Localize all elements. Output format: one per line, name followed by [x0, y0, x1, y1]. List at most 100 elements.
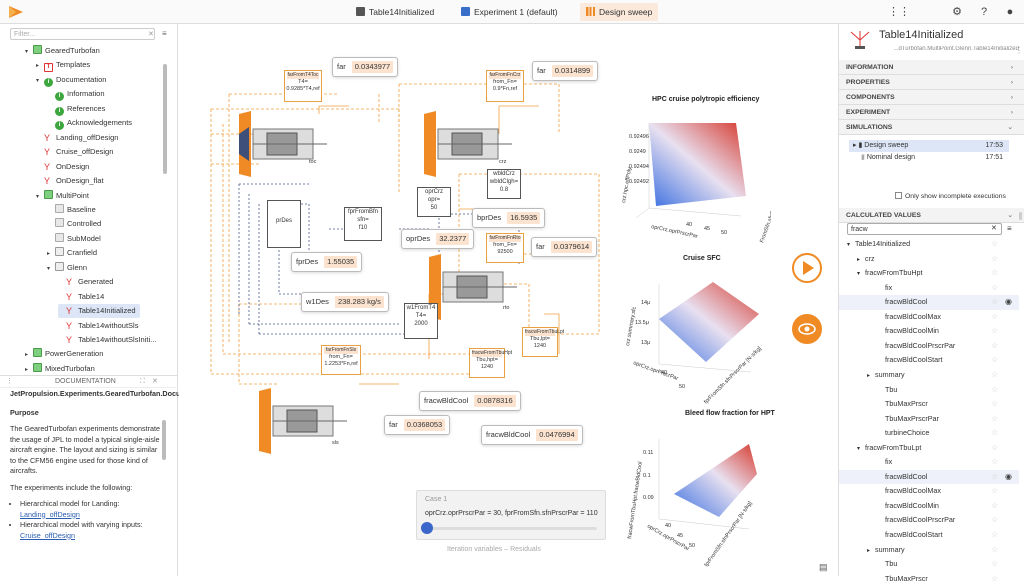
tree-item[interactable]: Controlled	[47, 217, 101, 231]
value-row[interactable]: fracwBldCoolStart☆	[839, 353, 1019, 368]
tree-item[interactable]: Baseline	[47, 203, 96, 217]
expand-arrow-icon[interactable]: ▾	[36, 193, 40, 200]
value-row[interactable]: fracwBldCoolMin☆	[839, 324, 1019, 339]
expand-arrow-icon[interactable]: ▾	[36, 77, 40, 84]
value-row[interactable]: TbuMaxPrscr☆	[839, 397, 1019, 412]
star-icon[interactable]: ☆	[991, 471, 999, 481]
value-row[interactable]: ▸summary☆	[839, 543, 1019, 558]
star-icon[interactable]: ☆	[991, 340, 999, 350]
doc-link[interactable]: Cruise_offDesign	[20, 530, 76, 540]
star-icon[interactable]: ☆	[991, 428, 999, 438]
value-row[interactable]: ▾fracwFromTbuLpt☆	[839, 441, 1019, 456]
value-row[interactable]: fracwBldCoolMax☆	[839, 484, 1019, 499]
star-icon[interactable]: ☆	[991, 413, 999, 423]
star-icon[interactable]: ☆	[991, 457, 999, 467]
tab-table14initialized[interactable]: Table14Initialized	[350, 3, 440, 21]
chart-bleed-flow[interactable]: 0.11 0.1 0.09 40 45 50 fracwFromTbuHpt.f…	[619, 419, 774, 569]
tab-design-sweep[interactable]: Design sweep	[580, 3, 659, 21]
star-icon[interactable]: ☆	[991, 311, 999, 321]
expand-arrow-icon[interactable]: ▸	[47, 251, 51, 258]
value-row[interactable]: ▸summary☆	[839, 368, 1019, 383]
values-search-input[interactable]: fracw	[847, 223, 1002, 235]
tree-item[interactable]: ▸Cranfield	[47, 246, 97, 260]
app-logo-icon[interactable]	[8, 4, 24, 20]
tree-item[interactable]: ▾MultiPoint	[36, 189, 89, 203]
tree-item[interactable]: ▸MixedTurbofan	[25, 362, 95, 376]
expand-arrow-icon[interactable]: ▾	[47, 265, 51, 272]
expand-arrow-icon[interactable]: ▸	[25, 352, 29, 359]
notes-icon[interactable]: ▤	[819, 562, 828, 572]
expand-arrow-icon[interactable]: ▾	[25, 49, 29, 55]
only-incomplete-option[interactable]: Only show incomplete executions	[895, 192, 1006, 200]
tab-experiment[interactable]: Experiment 1 (default)	[455, 3, 564, 21]
star-icon[interactable]: ☆	[991, 297, 999, 307]
tab-residuals[interactable]: Residuals	[510, 546, 541, 553]
star-icon[interactable]: ☆	[991, 326, 999, 336]
view-results-button[interactable]	[792, 314, 822, 344]
value-row[interactable]: fracwBldCoolPrscrPar☆	[839, 339, 1019, 354]
value-row[interactable]: Tbu☆	[839, 557, 1019, 572]
user-icon[interactable]: ●	[1006, 6, 1014, 18]
star-icon[interactable]: ☆	[991, 515, 999, 525]
close-icon[interactable]: ✕	[152, 378, 158, 385]
expand-arrow-icon[interactable]: ▸	[867, 547, 871, 554]
expand-arrow-icon[interactable]: ▾	[857, 271, 861, 278]
resize-handle-icon[interactable]: ⋮	[6, 378, 13, 385]
star-icon[interactable]: ☆	[991, 355, 999, 365]
star-icon[interactable]: ☆	[991, 544, 999, 554]
checkbox[interactable]	[895, 192, 902, 199]
tab-iteration-variables[interactable]: Iteration variables	[447, 546, 503, 553]
simulation-row[interactable]: ▮ Nominal design 17:51	[861, 154, 1003, 161]
grid-icon[interactable]: ⋮⋮	[888, 6, 910, 18]
tree-item[interactable]: ▾Glenn	[47, 261, 87, 275]
value-row[interactable]: Tbu☆	[839, 383, 1019, 398]
eye-icon[interactable]: ◉	[1005, 297, 1012, 307]
value-row[interactable]: fracwBldCoolPrscrPar☆	[839, 513, 1019, 528]
value-row[interactable]: turbineChoice☆	[839, 426, 1019, 441]
values-scrollbar[interactable]	[1019, 212, 1022, 220]
simulation-row[interactable]: ▸ ▮ Design sweep 17:53	[849, 140, 1009, 152]
star-icon[interactable]: ☆	[991, 500, 999, 510]
star-icon[interactable]: ☆	[991, 239, 999, 248]
star-icon[interactable]: ☆	[991, 559, 999, 569]
star-icon[interactable]: ☆	[991, 399, 999, 409]
filter-options-icon[interactable]: ≡	[162, 29, 167, 38]
doc-link[interactable]: Landing_offDesign	[20, 509, 80, 519]
star-icon[interactable]: ☆	[991, 530, 999, 539]
section-calculated-values[interactable]: CALCULATED VALUES⌄	[839, 208, 1024, 223]
value-row[interactable]: fracwBldCool☆◉	[839, 295, 1019, 310]
value-row[interactable]: fracwBldCoolMin☆	[839, 499, 1019, 514]
chart-cruise-sfc[interactable]: 14μ 13.5μ 13μ 40 50 crz.summary.sfc oprC…	[621, 264, 771, 404]
section-components[interactable]: COMPONENTS›	[839, 90, 1024, 105]
expand-arrow-icon[interactable]: ▾	[857, 445, 861, 452]
clear-filter-icon[interactable]: ✕	[148, 31, 154, 38]
case-slider-track[interactable]	[427, 527, 597, 530]
star-icon[interactable]: ☆	[991, 268, 999, 278]
value-row[interactable]: TbuMaxPrscrPar☆	[839, 412, 1019, 427]
star-icon[interactable]: ☆	[991, 486, 999, 496]
expand-arrow-icon[interactable]: ▾	[847, 242, 851, 248]
